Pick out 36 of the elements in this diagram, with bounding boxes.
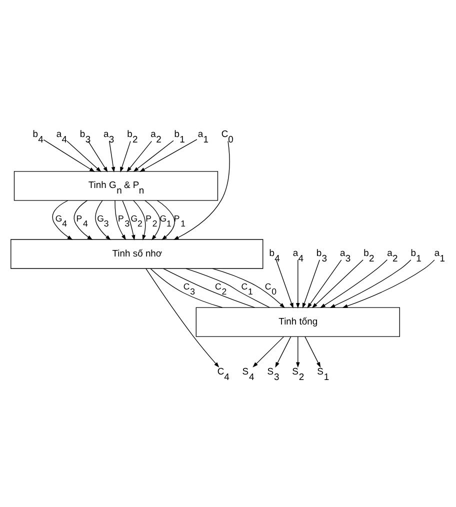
arrow bbox=[126, 140, 152, 172]
arrow bbox=[144, 200, 160, 240]
arrow bbox=[74, 200, 93, 240]
connector bbox=[162, 268, 256, 308]
arrow bbox=[88, 140, 108, 172]
arrow bbox=[66, 140, 102, 172]
arrow bbox=[140, 138, 198, 172]
arrow bbox=[252, 336, 284, 367]
arrow bbox=[120, 140, 131, 172]
arrow bbox=[173, 140, 230, 240]
arrow bbox=[122, 200, 136, 240]
node-box: Tinh số nhơ bbox=[10, 238, 264, 268]
arrow bbox=[133, 200, 146, 240]
arrow bbox=[304, 336, 321, 368]
arrow bbox=[156, 200, 175, 240]
arrow bbox=[43, 138, 95, 172]
arrow bbox=[114, 200, 126, 240]
arrow bbox=[95, 200, 111, 240]
arrow bbox=[312, 259, 364, 308]
arrow bbox=[320, 258, 388, 308]
arrow bbox=[52, 200, 73, 240]
arrow bbox=[109, 140, 116, 172]
arrow bbox=[275, 336, 292, 368]
node-box: Tinh tống bbox=[196, 306, 400, 336]
arrow bbox=[276, 259, 294, 308]
arrow bbox=[212, 268, 285, 308]
arrow bbox=[342, 259, 435, 308]
arrow bbox=[330, 259, 412, 308]
arrow bbox=[146, 268, 220, 368]
arrow bbox=[307, 259, 342, 308]
arrow bbox=[133, 140, 174, 172]
connector bbox=[186, 268, 270, 308]
connector bbox=[150, 268, 223, 308]
arrow bbox=[302, 259, 320, 308]
arrow bbox=[296, 259, 300, 308]
arrow bbox=[296, 336, 300, 368]
